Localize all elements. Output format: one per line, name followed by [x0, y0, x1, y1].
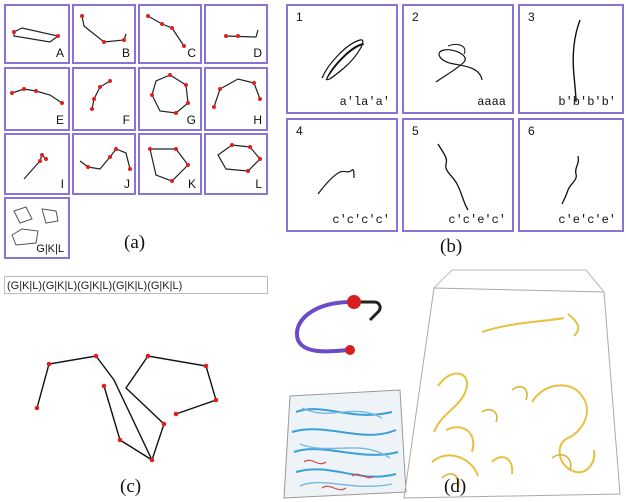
pattern-cell-i[interactable]: I: [4, 133, 70, 195]
pattern-cell-f[interactable]: F: [72, 67, 136, 131]
pattern-cell-b[interactable]: B: [72, 4, 136, 64]
pattern-shape-b: [80, 14, 127, 44]
pattern-label: L: [255, 177, 262, 191]
sequence-cell-6[interactable]: 6 c'e'c'e': [518, 118, 624, 232]
sequence-code: c'e'c'e': [558, 213, 616, 227]
pattern-cell-g[interactable]: G: [138, 67, 202, 131]
pattern-shape-composite: [11, 206, 59, 246]
pattern-cell-a[interactable]: A: [4, 4, 70, 64]
small-volume-box: [283, 389, 407, 499]
pattern-label: C: [187, 46, 196, 60]
pattern-label: G: [186, 113, 196, 127]
pattern-shape-c: [146, 14, 186, 48]
pattern-label: A: [55, 46, 64, 60]
pattern-label: E: [55, 113, 64, 127]
large-volume-box: [403, 269, 621, 499]
sequence-code: c'c'e'c': [448, 213, 506, 227]
pattern-label: I: [60, 177, 64, 191]
caption-d: (d): [444, 476, 467, 497]
pattern-shape-f: [90, 79, 112, 111]
pattern-shape-g: [150, 73, 190, 115]
streamline-3d-canvas: [282, 262, 626, 502]
pattern-shape-a: [12, 27, 60, 43]
caption-a: (a): [124, 232, 146, 253]
sequence-shape-6: [561, 155, 580, 205]
sequence-id: 1: [296, 10, 303, 24]
pattern-shape-i: [23, 153, 48, 180]
pattern-cell-k[interactable]: K: [138, 133, 202, 195]
pattern-shape-e: [10, 87, 64, 105]
pattern-cell-d[interactable]: D: [204, 4, 268, 64]
sequence-code: aaaa: [477, 95, 506, 109]
pattern-label: D: [253, 46, 262, 60]
pattern-shape-k: [148, 147, 190, 183]
pattern-shape-d: [224, 29, 259, 38]
sequence-cell-3[interactable]: 3 b'b'b'b': [518, 4, 624, 114]
sequence-shape-2: [435, 43, 483, 83]
sequence-id: 5: [412, 124, 419, 138]
sequence-cell-2[interactable]: 2 aaaa: [402, 4, 514, 114]
query-input[interactable]: (G|K|L)(G|K|L)(G|K|L)(G|K|L)(G|K|L): [4, 276, 268, 294]
pattern-cell-c[interactable]: C: [138, 4, 202, 64]
sequence-code: b'b'b'b': [558, 95, 616, 109]
sequence-shape-4: [317, 169, 355, 195]
pattern-shape-j: [79, 147, 132, 171]
pattern-label: J: [124, 177, 130, 191]
pattern-cell-l[interactable]: L: [204, 133, 268, 195]
pattern-shape-l: [217, 143, 262, 173]
pattern-label: K: [187, 177, 196, 191]
caption-b: (b): [440, 236, 463, 257]
pattern-shape-h: [212, 78, 262, 109]
sequence-cell-1[interactable]: 1 a'la'a': [286, 4, 398, 114]
pattern-label: H: [253, 113, 262, 127]
sequence-cell-5[interactable]: 5 c'c'e'c': [402, 118, 514, 232]
sequence-shape-1: [321, 39, 365, 81]
pattern-label: B: [121, 46, 130, 60]
pattern-label: F: [122, 113, 130, 127]
sequence-id: 4: [296, 124, 303, 138]
pattern-cell-h[interactable]: H: [204, 67, 268, 131]
caption-c: (c): [120, 476, 142, 497]
sequence-id: 2: [412, 10, 419, 24]
pattern-cell-j[interactable]: J: [72, 133, 136, 195]
sequence-shape-5: [437, 143, 469, 211]
pattern-label: G|K|L: [36, 243, 64, 255]
sequence-code: a'la'a': [339, 95, 390, 109]
sequence-shape-3: [572, 19, 581, 103]
sequence-code: c'c'c'c': [332, 213, 390, 227]
sequence-cell-4[interactable]: 4 c'c'c'c': [286, 118, 398, 232]
pattern-cell-e[interactable]: E: [4, 67, 70, 131]
pattern-cell-composite[interactable]: G|K|L: [4, 197, 70, 259]
sequence-id: 6: [528, 124, 535, 138]
query-result-canvas: [34, 353, 219, 463]
sequence-id: 3: [528, 10, 535, 24]
